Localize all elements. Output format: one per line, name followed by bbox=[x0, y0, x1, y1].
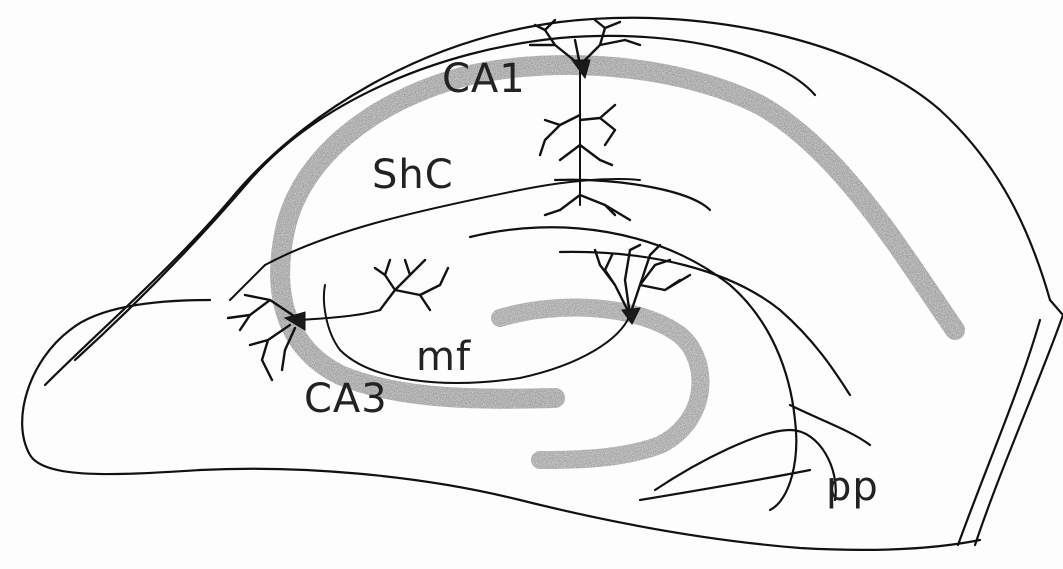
label-ca3: CA3 bbox=[304, 376, 388, 422]
granule-layer bbox=[500, 308, 700, 460]
label-shc: ShC bbox=[372, 152, 454, 198]
inner-contours bbox=[470, 180, 870, 510]
label-mf: mf bbox=[416, 334, 471, 380]
label-pp: pp bbox=[826, 464, 879, 510]
ca3-neuron bbox=[228, 260, 448, 380]
ca1-neuron bbox=[530, 20, 640, 220]
label-ca1: CA1 bbox=[442, 56, 526, 102]
hippocampus-outline bbox=[22, 18, 1063, 550]
pyramidal-layer bbox=[280, 65, 955, 399]
